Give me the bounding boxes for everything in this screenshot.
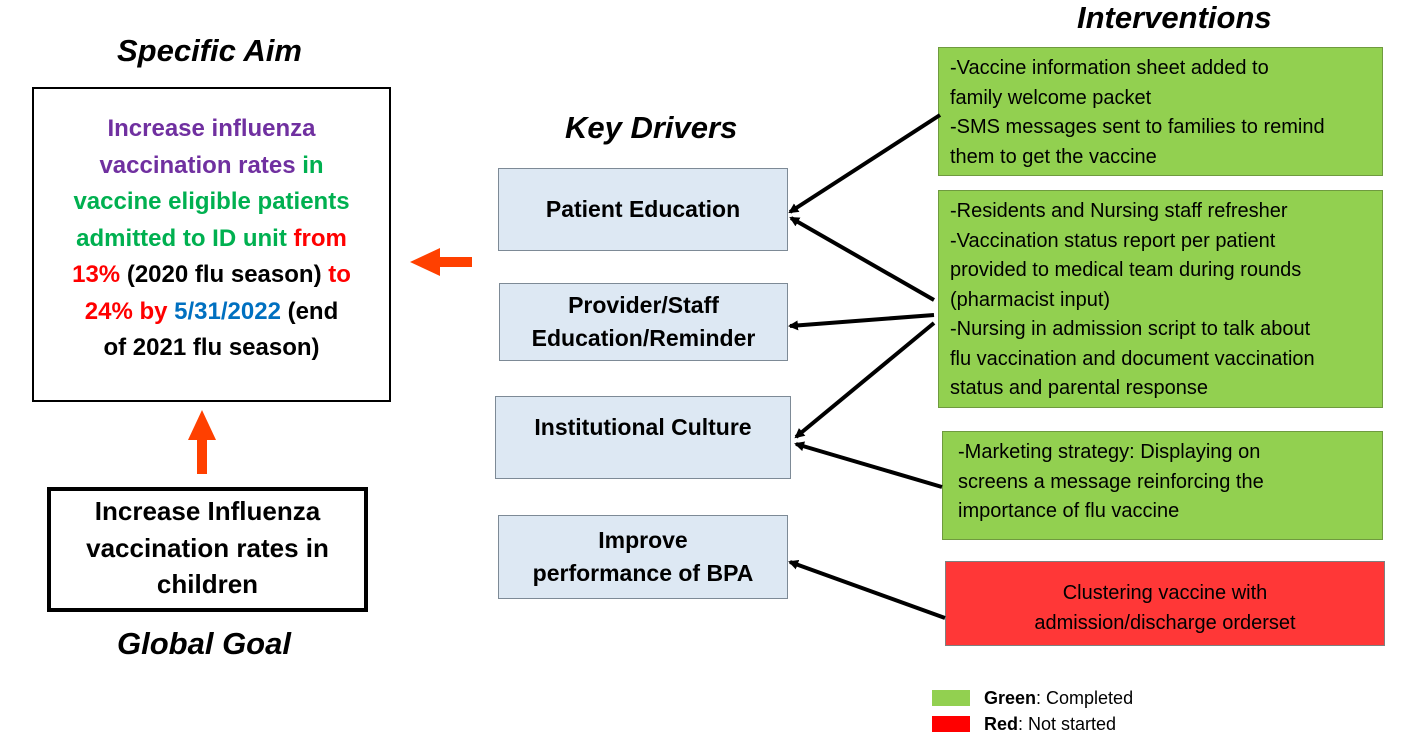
intervention-box-4: Clustering vaccine with admission/discha…	[945, 561, 1385, 646]
interventions-heading: Interventions	[1077, 0, 1272, 35]
aim-text: of 2021 flu season)	[103, 334, 320, 361]
intervention-line: -Vaccine information sheet added to	[950, 57, 1269, 79]
connector-arrow	[794, 321, 936, 439]
global-goal-heading: Global Goal	[117, 626, 291, 661]
specific-aim-heading: Specific Aim	[117, 33, 302, 68]
aim-text: from	[293, 224, 347, 252]
legend-key: Green	[984, 688, 1037, 708]
aim-text: (2020 flu season)	[120, 261, 329, 288]
intervention-line: family welcome packet	[950, 86, 1152, 109]
legend-item-completed: Green: Completed	[984, 688, 1133, 709]
legend-item-not-started: Red: Not started	[984, 714, 1116, 735]
aim-text: 5/31/2022	[174, 297, 281, 325]
global-goal-box: Increase Influenza vaccination rates in …	[47, 487, 368, 612]
legend-swatch-red	[932, 716, 970, 732]
intervention-line: them to get the vaccine	[950, 145, 1157, 168]
aim-text: admitted to ID unit	[76, 224, 294, 252]
driver-label: performance of BPA	[532, 560, 754, 586]
connector-arrow	[794, 441, 943, 489]
legend-key: Red	[984, 714, 1019, 734]
intervention-line: -Marketing strategy: Displaying on	[958, 441, 1261, 463]
aim-text: (end	[280, 297, 339, 325]
intervention-box-2: -Residents and Nursing staff refresher -…	[938, 190, 1383, 408]
aim-text: in	[295, 151, 324, 179]
intervention-line: -Nursing in admission script to talk abo…	[950, 318, 1311, 340]
aim-arrow-left	[410, 248, 472, 276]
intervention-line: admission/discharge orderset	[1034, 612, 1296, 634]
driver-institutional-culture: Institutional Culture	[495, 396, 791, 479]
specific-aim-box: Increase influenza vaccination rates in …	[32, 87, 391, 402]
goal-line: vaccination rates in	[86, 532, 329, 563]
intervention-line: screens a message reinforcing the	[958, 470, 1264, 493]
goal-to-aim-arrow	[188, 410, 216, 474]
driver-label: Improve	[598, 527, 688, 553]
legend-label: : Completed	[1036, 688, 1134, 708]
intervention-line: flu vaccination and document vaccination	[950, 347, 1315, 370]
goal-line: children	[156, 569, 259, 599]
aim-text: Increase influenza	[107, 115, 316, 142]
legend-swatch-green	[932, 690, 970, 706]
aim-text: 13%	[72, 261, 121, 288]
key-drivers-heading: Key Drivers	[565, 110, 738, 145]
intervention-line: Clustering vaccine with	[1062, 582, 1268, 604]
intervention-box-1: -Vaccine information sheet added to fami…	[938, 47, 1383, 176]
aim-text: to	[328, 261, 351, 288]
driver-patient-education: Patient Education	[498, 168, 788, 251]
driver-label: Institutional Culture	[534, 414, 752, 440]
intervention-line: status and parental response	[950, 377, 1208, 399]
aim-text: 24% by	[84, 297, 175, 325]
driver-improve-bpa: Improve performance of BPA	[498, 515, 788, 599]
driver-label: Education/Reminder	[531, 325, 756, 351]
connector-arrow	[789, 216, 935, 302]
intervention-line: -Residents and Nursing staff refresher	[950, 200, 1288, 222]
connector-arrow	[788, 560, 946, 620]
intervention-line: provided to medical team during rounds	[950, 259, 1302, 281]
connector-arrow	[788, 313, 935, 331]
goal-line: Increase Influenza	[94, 496, 321, 526]
intervention-line: (pharmacist input)	[950, 288, 1111, 311]
intervention-line: -SMS messages sent to families to remind	[950, 116, 1325, 138]
legend-label: : Not started	[1018, 714, 1117, 734]
connector-arrow	[788, 113, 942, 214]
aim-text: vaccine eligible patients	[73, 188, 350, 215]
driver-label: Patient Education	[545, 196, 741, 222]
intervention-line: -Vaccination status report per patient	[950, 229, 1276, 252]
intervention-box-3: -Marketing strategy: Displaying on scree…	[942, 431, 1383, 540]
intervention-line: importance of flu vaccine	[958, 500, 1180, 522]
aim-text: vaccination rates	[99, 151, 296, 179]
driver-provider-staff-education: Provider/Staff Education/Reminder	[499, 283, 788, 361]
driver-label: Provider/Staff	[568, 292, 719, 318]
